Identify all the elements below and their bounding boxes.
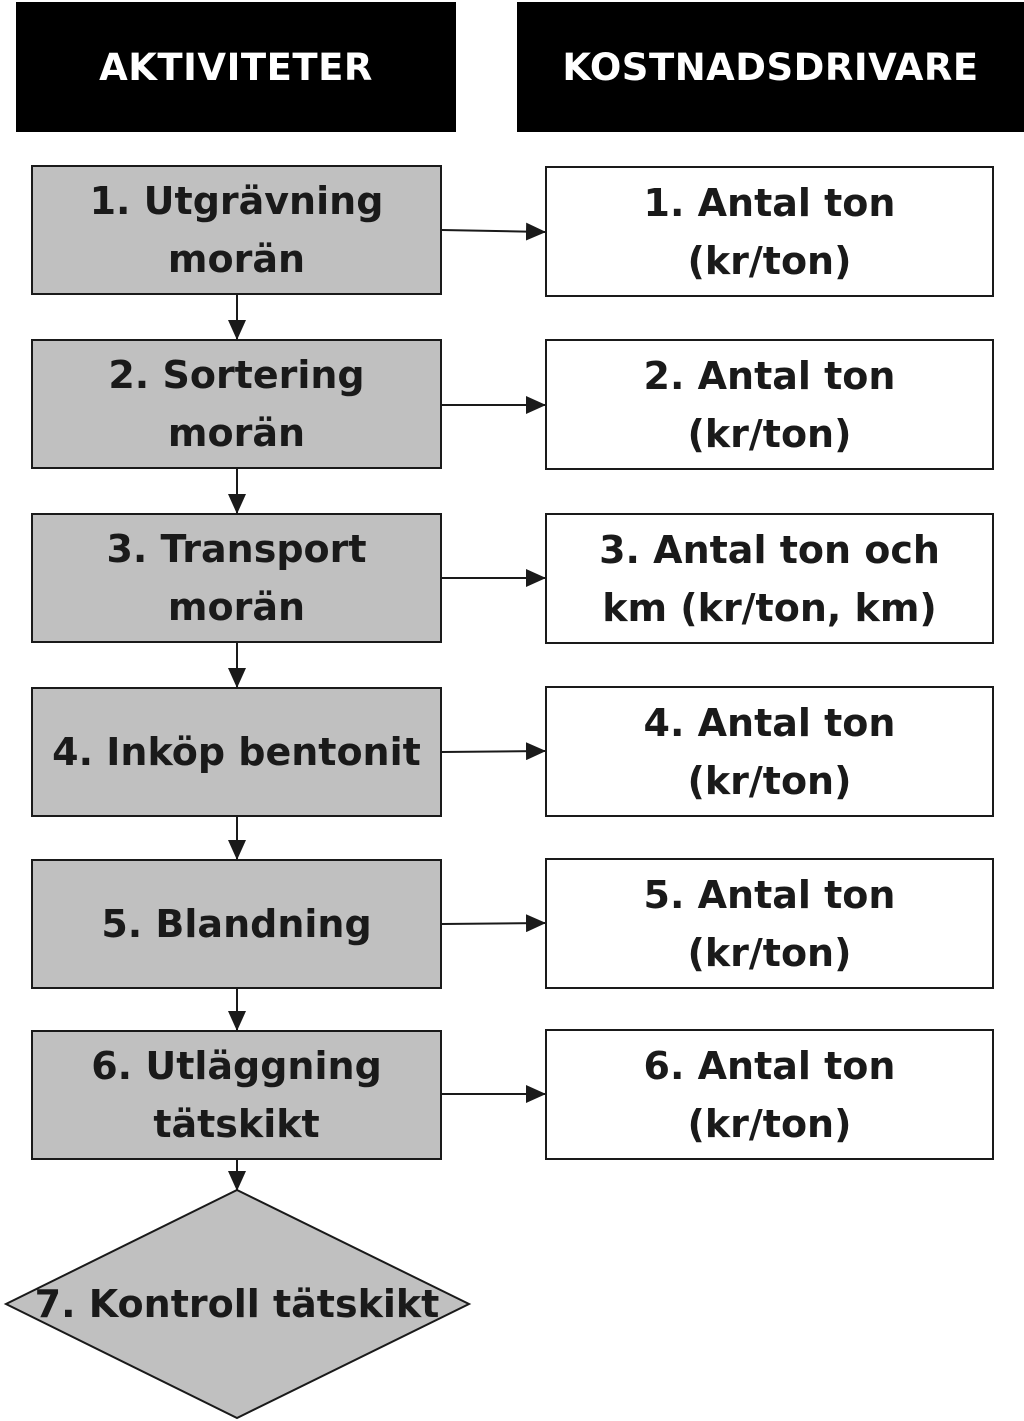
activity-3-line1: 3. Transport	[106, 527, 367, 571]
activity-1-line2: morän	[167, 237, 306, 281]
driver-4-line1: 4. Antal ton	[643, 700, 896, 745]
decision-label: 7. Kontroll tätskikt	[34, 1282, 440, 1326]
driver-box-3: 3. Antal ton och km (kr/ton, km)	[545, 513, 994, 644]
driver-5-line1: 5. Antal ton	[643, 872, 896, 917]
driver-box-2: 2. Antal ton (kr/ton)	[545, 339, 994, 470]
activity-5-line1: 5. Blandning	[101, 902, 372, 946]
driver-box-1: 1. Antal ton (kr/ton)	[545, 166, 994, 297]
arrow-right-5	[441, 914, 546, 933]
header-activities-label: AKTIVITETER	[99, 45, 373, 89]
arrow-right-4	[441, 742, 546, 761]
driver-1-line2: (kr/ton)	[687, 238, 852, 283]
driver-2-line1: 2. Antal ton	[643, 353, 896, 398]
driver-4-line2: (kr/ton)	[687, 758, 852, 803]
driver-box-6: 6. Antal ton (kr/ton)	[545, 1029, 994, 1160]
activity-2-line1: 2. Sortering	[108, 353, 365, 397]
activity-4-line1: 4. Inköp bentonit	[52, 730, 421, 774]
header-activities: AKTIVITETER	[16, 2, 456, 132]
arrow-right-1	[441, 222, 546, 241]
driver-6-line1: 6. Antal ton	[643, 1043, 896, 1088]
driver-6-line2: (kr/ton)	[687, 1101, 852, 1146]
activity-box-1: 1. Utgrävning morän	[31, 165, 442, 295]
activity-box-3: 3. Transport morän	[31, 513, 442, 643]
driver-3-line1: 3. Antal ton och	[599, 527, 940, 572]
activity-box-6: 6. Utläggning tätskikt	[31, 1030, 442, 1160]
activity-2-line2: morän	[167, 411, 306, 455]
header-cost-drivers-label: KOSTNADSDRIVARE	[562, 45, 979, 89]
activity-6-line1: 6. Utläggning	[91, 1044, 382, 1088]
activity-box-4: 4. Inköp bentonit	[31, 687, 442, 817]
driver-3-line2: km (kr/ton, km)	[602, 585, 937, 630]
header-cost-drivers: KOSTNADSDRIVARE	[517, 2, 1024, 132]
driver-box-5: 5. Antal ton (kr/ton)	[545, 858, 994, 989]
driver-5-line2: (kr/ton)	[687, 930, 852, 975]
decision-diamond	[3, 1188, 472, 1420]
driver-2-line2: (kr/ton)	[687, 411, 852, 456]
activity-box-2: 2. Sortering morän	[31, 339, 442, 469]
activity-3-line2: morän	[167, 585, 306, 629]
activity-1-line1: 1. Utgrävning	[89, 179, 384, 223]
driver-1-line1: 1. Antal ton	[643, 180, 896, 225]
activity-box-5: 5. Blandning	[31, 859, 442, 989]
driver-box-4: 4. Antal ton (kr/ton)	[545, 686, 994, 817]
activity-6-line2: tätskikt	[153, 1102, 320, 1146]
